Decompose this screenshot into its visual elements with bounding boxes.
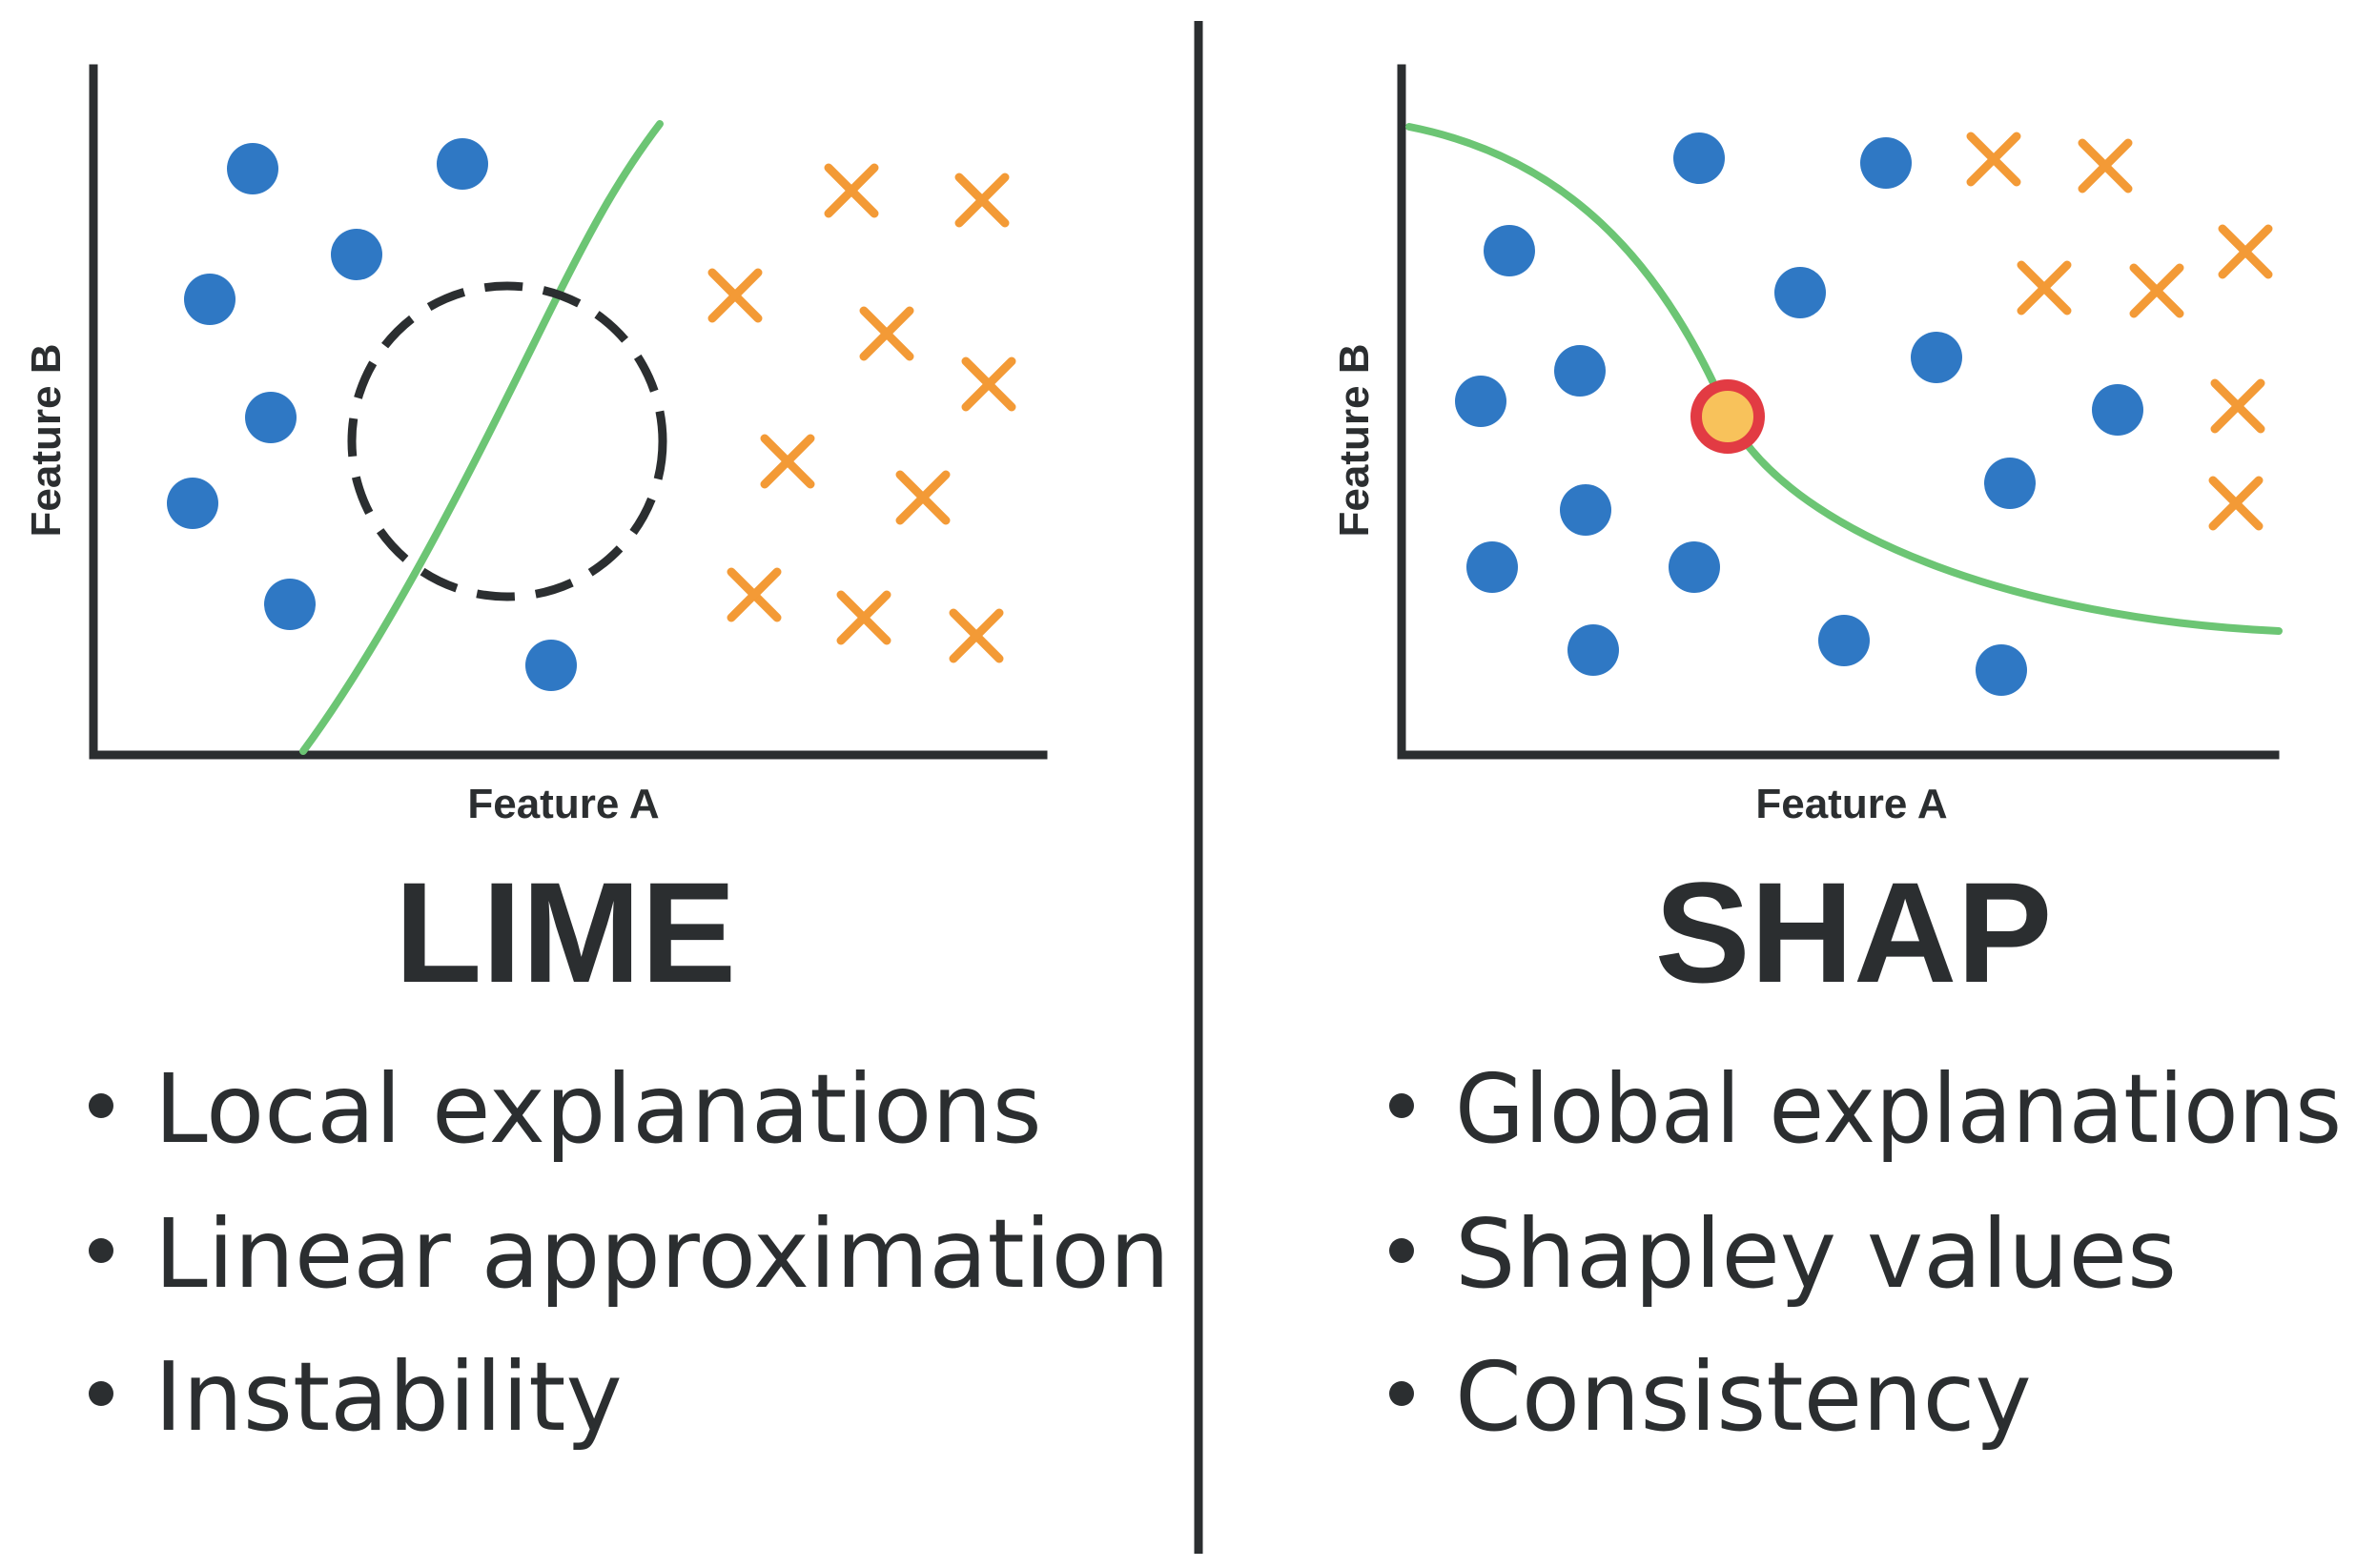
orange-cross-icon <box>895 470 951 525</box>
blue-dot-icon <box>1984 458 2036 509</box>
orange-cross-icon <box>707 268 763 323</box>
shap-explained-instance <box>1690 379 1765 454</box>
lime-x-axis-label: Feature A <box>467 781 659 827</box>
blue-dot-icon <box>184 274 236 325</box>
shap-bullet-list: Global explanations Shapley values Consi… <box>1389 1053 2342 1453</box>
shap-bullet-item: Consistency <box>1389 1341 2032 1453</box>
shap-bullet-text: Shapley values <box>1455 1198 2177 1310</box>
blue-dot-icon <box>1669 541 1720 593</box>
blue-dot-icon <box>167 478 218 529</box>
lime-bullet-item: Local explanations <box>89 1053 1042 1165</box>
orange-cross-icon <box>727 567 782 622</box>
blue-dot-icon <box>437 138 488 190</box>
shap-axes <box>1397 64 2280 760</box>
lime-bullet-list: Local explanations Linear approximation … <box>89 1053 1170 1453</box>
orange-cross-icon <box>954 173 1010 228</box>
lime-bullet-text: Instability <box>154 1341 623 1453</box>
lime-class-b-points <box>707 163 1016 663</box>
bullet-icon <box>1389 1093 1414 1118</box>
blue-dot-icon <box>1455 376 1506 427</box>
shap-bullet-text: Global explanations <box>1455 1053 2342 1165</box>
lime-plot <box>89 64 1048 760</box>
blue-dot-icon <box>525 640 577 691</box>
blue-dot-icon <box>227 143 278 194</box>
orange-cross-icon <box>2218 224 2273 279</box>
orange-cross-icon <box>2078 138 2133 193</box>
highlighted-point-icon <box>1690 379 1765 454</box>
shap-class-b-points <box>1966 132 2273 531</box>
bullet-icon <box>1389 1238 1414 1263</box>
lime-local-region <box>347 281 667 601</box>
blue-dot-icon <box>1976 644 2027 696</box>
orange-cross-icon <box>949 608 1004 663</box>
shap-class-a-points <box>1455 132 2143 696</box>
lime-bullet-text: Linear approximation <box>154 1198 1170 1310</box>
blue-dot-icon <box>1818 615 1870 666</box>
lime-y-axis-label: Feature B <box>23 344 70 538</box>
orange-cross-icon <box>2208 476 2264 531</box>
blue-dot-icon <box>1567 624 1619 676</box>
blue-dot-icon <box>1554 345 1606 397</box>
shap-x-axis-label: Feature A <box>1755 781 1947 827</box>
shap-panel: Feature B Feature A SHAP Global explanat… <box>1331 64 2342 1453</box>
shap-bullet-item: Global explanations <box>1389 1053 2342 1165</box>
blue-dot-icon <box>2092 384 2143 436</box>
orange-cross-icon <box>836 590 891 645</box>
blue-dot-icon <box>1484 225 1535 276</box>
blue-dot-icon <box>264 579 316 630</box>
blue-dot-icon <box>331 229 382 280</box>
orange-cross-icon <box>859 306 914 361</box>
shap-bullet-item: Shapley values <box>1389 1198 2177 1310</box>
blue-dot-icon <box>245 392 297 443</box>
lime-bullet-item: Linear approximation <box>89 1198 1170 1310</box>
bullet-icon <box>1389 1381 1414 1406</box>
blue-dot-icon <box>1466 541 1518 593</box>
blue-dot-icon <box>1560 484 1611 536</box>
lime-bullet-text: Local explanations <box>154 1053 1042 1165</box>
orange-cross-icon <box>824 163 879 218</box>
shap-title: SHAP <box>1655 852 2053 1012</box>
bullet-icon <box>89 1238 113 1263</box>
blue-dot-icon <box>1774 267 1826 318</box>
shap-decision-boundary <box>1405 123 2283 635</box>
orange-cross-icon <box>2129 263 2184 318</box>
orange-cross-icon <box>760 434 815 489</box>
orange-cross-icon <box>1966 132 2021 187</box>
shap-y-axis-label: Feature B <box>1331 344 1378 538</box>
lime-decision-boundary <box>299 120 664 755</box>
orange-cross-icon <box>2210 378 2265 434</box>
orange-cross-icon <box>2017 260 2072 316</box>
blue-dot-icon <box>1673 132 1725 184</box>
bullet-icon <box>89 1381 113 1406</box>
lime-title: LIME <box>395 852 736 1012</box>
shap-plot <box>1397 64 2283 760</box>
lime-panel: Feature B Feature A LIME Local explanati… <box>23 64 1170 1453</box>
blue-dot-icon <box>1911 332 1962 383</box>
lime-class-a-points <box>167 138 577 691</box>
lime-bullet-item: Instability <box>89 1341 623 1453</box>
shap-bullet-text: Consistency <box>1455 1341 2032 1453</box>
blue-dot-icon <box>1860 137 1912 189</box>
lime-axes <box>89 64 1048 760</box>
bullet-icon <box>89 1093 113 1118</box>
orange-cross-icon <box>961 356 1016 412</box>
